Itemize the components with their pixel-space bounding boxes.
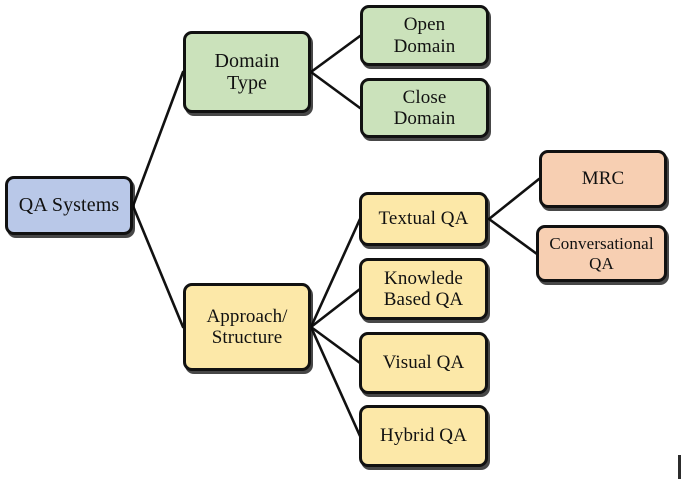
node-qa-systems-label: QA Systems bbox=[18, 194, 120, 217]
node-mrc-label: MRC bbox=[581, 168, 625, 190]
node-hybrid-qa-label: Hybrid QA bbox=[380, 425, 467, 447]
node-open-domain-label: Open Domain bbox=[393, 14, 456, 57]
node-textual-qa[interactable]: Textual QA bbox=[359, 192, 488, 246]
edge-domain-type-to-open-domain bbox=[309, 34, 362, 74]
node-open-domain[interactable]: Open Domain bbox=[360, 5, 489, 66]
node-close-domain[interactable]: Close Domain bbox=[360, 78, 489, 138]
node-visual-qa-label: Visual QA bbox=[382, 352, 465, 374]
edge-qa-systems-to-approach bbox=[131, 204, 185, 329]
edge-approach-to-hybrid-qa bbox=[309, 325, 362, 438]
edge-approach-to-visual-qa bbox=[309, 325, 362, 365]
edge-domain-type-to-close-domain bbox=[309, 70, 362, 110]
node-qa-systems[interactable]: QA Systems bbox=[5, 176, 133, 235]
corner-tick-mark bbox=[678, 455, 681, 479]
node-approach-structure-label: Approach/ Structure bbox=[206, 305, 288, 348]
node-conversational-qa-label: Conversational QA bbox=[549, 234, 654, 273]
edge-textual-qa-to-mrc bbox=[487, 177, 541, 221]
edge-qa-systems-to-domain-type bbox=[131, 70, 185, 208]
node-conversational-qa[interactable]: Conversational QA bbox=[536, 225, 667, 282]
node-visual-qa[interactable]: Visual QA bbox=[359, 332, 488, 394]
node-mrc[interactable]: MRC bbox=[539, 150, 667, 208]
node-domain-type[interactable]: Domain Type bbox=[183, 31, 311, 113]
node-hybrid-qa[interactable]: Hybrid QA bbox=[359, 405, 488, 467]
edge-approach-to-knowlede-based-qa bbox=[309, 287, 362, 329]
edge-textual-qa-to-conversational bbox=[487, 217, 539, 256]
node-textual-qa-label: Textual QA bbox=[378, 208, 469, 230]
node-knowlede-based-qa-label: Knowlede Based QA bbox=[383, 267, 464, 310]
edge-approach-to-textual-qa bbox=[309, 217, 362, 329]
node-approach-structure[interactable]: Approach/ Structure bbox=[183, 283, 311, 371]
node-knowlede-based-qa[interactable]: Knowlede Based QA bbox=[359, 258, 488, 320]
node-close-domain-label: Close Domain bbox=[393, 86, 456, 129]
node-domain-type-label: Domain Type bbox=[214, 49, 280, 94]
